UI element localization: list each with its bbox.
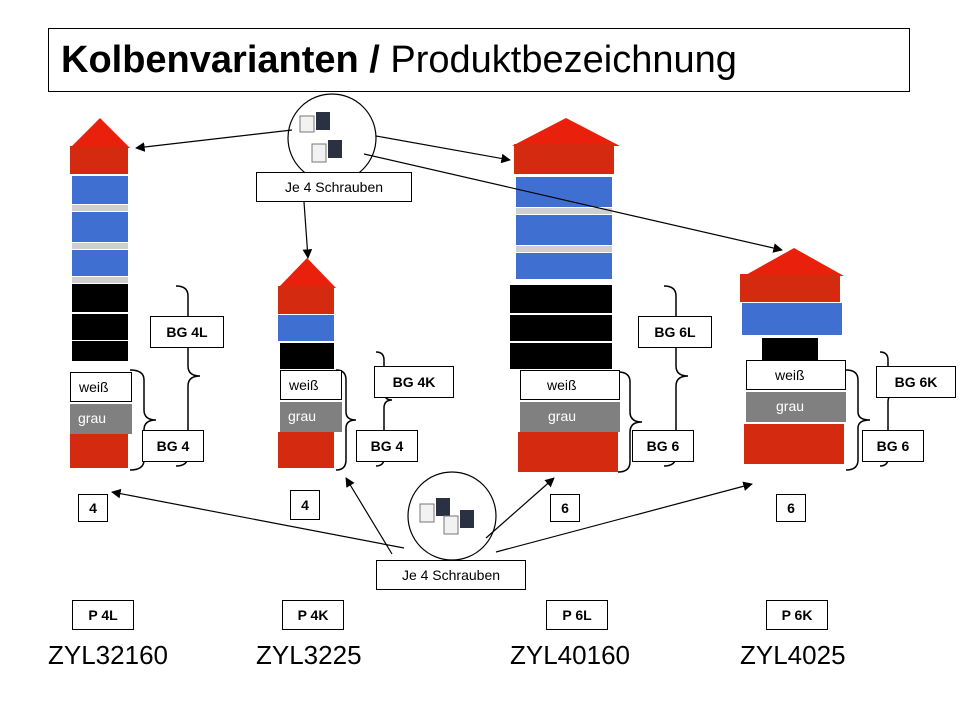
product-code: ZYL3225: [256, 640, 362, 670]
product-label: P 6L: [546, 600, 608, 630]
arrows: [111, 129, 783, 555]
color-label-white: weiß: [746, 360, 846, 390]
page-title: Kolbenvarianten / Produktbezeichnung: [61, 39, 737, 82]
product-label: P 4K: [282, 600, 344, 630]
arrow-bottom-to-p6k: [495, 481, 753, 553]
screw-icon: [436, 498, 450, 516]
color-label-grey: grau: [746, 392, 846, 422]
count-badge: 4: [78, 494, 108, 522]
red-block: [740, 274, 840, 302]
red-cone-icon: [744, 248, 844, 276]
screws-label-top: Je 4 Schrauben: [256, 172, 412, 202]
bg-label-bottom: BG 4: [142, 430, 204, 462]
bg-label-bottom: BG 6: [632, 430, 694, 462]
red-cone-icon: [278, 258, 336, 288]
silver-spacer: [72, 205, 128, 211]
screws-label-bottom: Je 4 Schrauben: [376, 560, 526, 590]
product-code: ZYL40160: [510, 640, 630, 670]
color-label-grey: grau: [280, 402, 342, 432]
black-block: [280, 343, 334, 369]
red-block: [278, 286, 334, 314]
color-label-white: weiß: [280, 370, 342, 400]
brace-bg6-2: [845, 369, 871, 471]
brace-bg6: [617, 371, 643, 473]
stack-p4k: [278, 258, 336, 468]
screw-icon: [311, 143, 327, 163]
red-cone-icon: [512, 118, 620, 146]
black-block: [72, 341, 128, 361]
silver-spacer: [516, 208, 612, 214]
stack-p4l: [70, 118, 130, 468]
arrow-top-to-p4l: [135, 129, 293, 152]
screw-icon: [443, 515, 459, 535]
brace-bg4: [129, 369, 157, 471]
product-code: ZYL4025: [740, 640, 846, 670]
color-label-grey: grau: [70, 404, 132, 434]
arrow-bottom-to-p4k: [345, 477, 393, 555]
count-badge: 4: [290, 490, 320, 520]
bg-label-top: BG 4K: [374, 366, 454, 398]
title-bold: Kolbenvarianten /: [61, 39, 380, 81]
arrow-top-to-p6k: [363, 153, 783, 253]
screw-icon: [328, 140, 342, 158]
arrow-bottom-to-p6l: [485, 477, 555, 539]
arrow-top-to-p4k: [302, 201, 313, 259]
red-cone-icon: [70, 118, 130, 148]
black-block: [72, 314, 128, 340]
screws-bottom: [407, 471, 497, 561]
black-block: [510, 315, 612, 341]
bg-label-bottom: BG 6: [862, 430, 924, 462]
silver-spacer: [72, 243, 128, 249]
screw-icon: [316, 112, 330, 130]
count-badge: 6: [550, 494, 580, 522]
product-label: P 6K: [766, 600, 828, 630]
blue-block: [278, 315, 334, 341]
blue-block: [72, 176, 128, 204]
blue-block: [516, 215, 612, 245]
stack-p6l: [510, 118, 620, 472]
bg-label-top: BG 6K: [876, 366, 956, 398]
silver-spacer: [516, 246, 612, 252]
bg-label-top: BG 4L: [150, 316, 224, 348]
red-block: [70, 432, 128, 468]
black-block: [762, 338, 818, 362]
screw-icon: [460, 510, 474, 528]
color-label-white: weiß: [520, 370, 620, 400]
blue-block: [72, 212, 128, 242]
black-block: [72, 284, 128, 312]
bg-label-bottom: BG 4: [356, 430, 418, 462]
count-badge: 6: [776, 494, 806, 522]
arrow-top-to-p6l: [375, 135, 511, 164]
blue-block: [742, 303, 842, 335]
black-block: [510, 343, 612, 369]
product-code: ZYL32160: [48, 640, 168, 670]
bg-label-top: BG 6L: [638, 316, 712, 348]
stack-p6k: [740, 248, 844, 464]
title-normal: Produktbezeichnung: [390, 39, 737, 81]
screws-top: [287, 93, 377, 183]
blue-block: [516, 253, 612, 279]
color-label-grey: grau: [520, 402, 620, 432]
red-block: [744, 424, 844, 464]
screws-circle: [287, 93, 377, 183]
red-block: [70, 146, 128, 174]
red-block: [514, 144, 614, 174]
title-box: Kolbenvarianten / Produktbezeichnung: [48, 28, 910, 92]
screw-icon: [299, 115, 315, 133]
black-block: [510, 285, 612, 313]
product-label: P 4L: [72, 600, 134, 630]
arrow-bottom-to-p4l: [111, 488, 405, 549]
brace-bg4-2: [335, 369, 357, 471]
color-label-white: weiß: [70, 372, 132, 402]
blue-block: [72, 250, 128, 276]
red-block: [518, 432, 618, 472]
screw-icon: [419, 503, 435, 523]
red-block: [278, 432, 334, 468]
silver-spacer: [72, 277, 128, 283]
